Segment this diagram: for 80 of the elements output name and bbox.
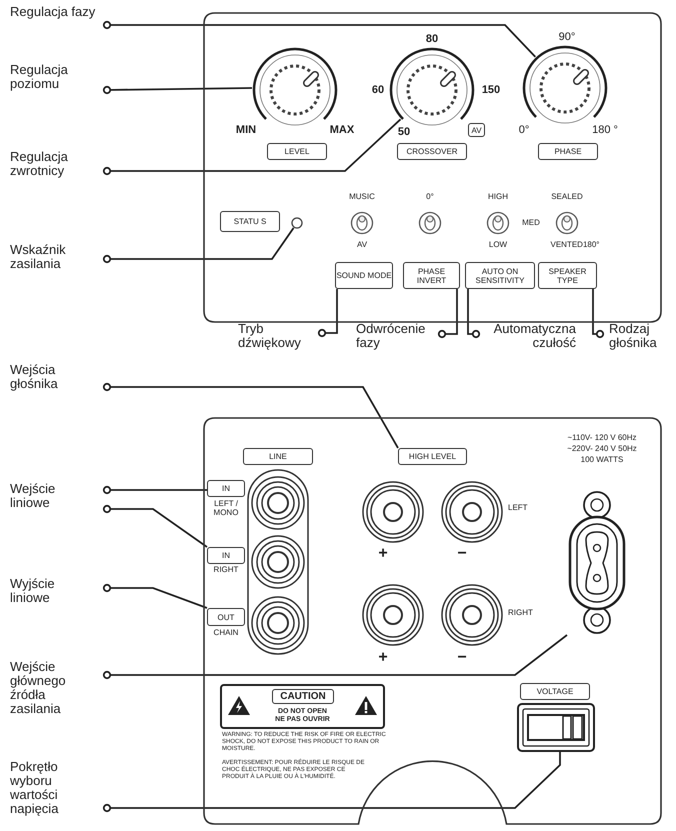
label-plate: LEVEL xyxy=(267,143,327,160)
position-label: 80 xyxy=(424,33,440,45)
toggle-switch xyxy=(418,210,442,236)
label-plate: HIGH LEVEL xyxy=(398,448,467,465)
label-plate: PHASE xyxy=(538,143,598,160)
leader-line xyxy=(102,584,208,609)
voltage-selector-switch xyxy=(517,703,595,752)
leader-line xyxy=(467,289,480,338)
callout-text: Wskaźnik zasilania xyxy=(10,243,107,275)
position-label: MUSIC xyxy=(348,192,376,201)
leader-line xyxy=(102,382,399,448)
label-plate: AV xyxy=(468,123,485,137)
callout-text: Rodzaj głośnika xyxy=(600,322,672,356)
leader-line xyxy=(438,289,458,338)
status-led xyxy=(291,217,303,229)
position-label: HIGH xyxy=(487,192,509,201)
polarity-sign: − xyxy=(456,650,468,666)
callout-text: Wyjście liniowe xyxy=(10,577,107,609)
label-plate: LINE xyxy=(243,448,313,465)
position-label: SEALED xyxy=(550,192,584,201)
position-label: 90° xyxy=(558,31,576,43)
position-label: 0° xyxy=(425,192,435,201)
callout-text: Tryb dźwiękowy xyxy=(238,322,322,356)
position-label: MED xyxy=(521,218,541,227)
power-socket xyxy=(567,490,627,635)
power-rating-text: 100 WATTS xyxy=(580,455,624,465)
label-plate: STATU S xyxy=(220,211,280,232)
polarity-sign: + xyxy=(377,650,389,666)
position-label: 150 xyxy=(480,84,502,96)
callout-text: Odwrócenie fazy xyxy=(356,322,442,356)
leader-line xyxy=(102,20,536,58)
position-label: CHAIN xyxy=(212,628,240,637)
position-label: MIN xyxy=(234,124,258,136)
label-plate: CROSSOVER xyxy=(397,143,467,160)
channel-label: LEFT xyxy=(508,503,529,513)
leader-line xyxy=(318,289,338,338)
leader-line xyxy=(592,289,604,338)
leader-line xyxy=(102,118,402,176)
callout-text: Wejścia głośnika xyxy=(10,363,107,395)
position-label: 50 xyxy=(397,126,411,138)
callout-text: Wejście liniowe xyxy=(10,482,107,514)
position-label: AV xyxy=(356,240,368,249)
position-label: LEFT / MONO xyxy=(212,499,240,517)
callout-text: Wejście głównego źródła zasilania xyxy=(10,660,107,720)
leader-line xyxy=(102,486,207,494)
position-label: LOW xyxy=(488,240,508,249)
power-rating-text: ~220V- 240 V 50Hz xyxy=(566,444,638,454)
label-plate: OUT xyxy=(207,608,245,626)
polarity-sign: − xyxy=(456,546,468,562)
position-label: VENTED180° xyxy=(550,240,600,249)
label-plate: SPEAKER TYPE xyxy=(538,262,597,289)
polarity-sign: + xyxy=(377,546,389,562)
position-label: 180 ° xyxy=(591,124,619,136)
position-label: 0° xyxy=(518,124,530,136)
callout-text: Pokrętło wyboru wartości napięcia xyxy=(10,760,107,822)
leader-line xyxy=(102,86,252,94)
leader-line xyxy=(102,504,208,548)
toggle-switch xyxy=(486,210,510,236)
label-plate: SOUND MODE xyxy=(335,262,393,289)
leader-line xyxy=(102,752,561,812)
leader-line xyxy=(102,634,568,680)
label-plate: IN xyxy=(207,547,245,564)
label-plate: VOLTAGE xyxy=(520,683,590,700)
position-label: MAX xyxy=(328,124,356,136)
toggle-switch xyxy=(555,210,579,236)
callout-text: Automatyczna czułość xyxy=(476,322,576,356)
leader-line xyxy=(102,227,294,264)
toggle-switch xyxy=(350,210,374,236)
caution-label xyxy=(220,684,385,729)
label-plate: PHASE INVERT xyxy=(403,262,460,289)
label-plate: IN xyxy=(207,480,245,497)
position-label: 60 xyxy=(370,84,386,96)
callout-text: Regulacja fazy xyxy=(10,5,107,37)
callout-text: Regulacja zwrotnicy xyxy=(10,150,107,182)
power-rating-text: ~110V- 120 V 60Hz xyxy=(566,433,638,443)
label-plate: CAUTION xyxy=(272,689,334,704)
callout-text: Regulacja poziomu xyxy=(10,63,107,95)
label-plate: AUTO ON SENSITIVITY xyxy=(465,262,535,289)
position-label: RIGHT xyxy=(212,565,240,574)
channel-label: RIGHT xyxy=(508,608,534,618)
